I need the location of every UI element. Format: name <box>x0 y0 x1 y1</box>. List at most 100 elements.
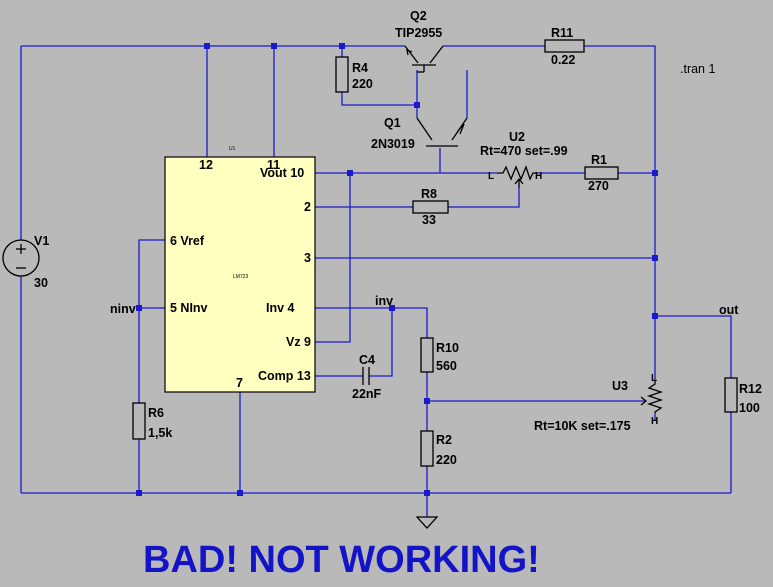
junction-dot <box>652 313 658 319</box>
r11-value: 0.22 <box>551 53 575 67</box>
resistor-r2[interactable]: R2 220 <box>420 430 457 467</box>
resistor-body <box>412 200 449 214</box>
resistor-body <box>584 166 619 180</box>
pin-2-label: 2 <box>304 200 311 214</box>
pin-11-label: 11 <box>267 158 280 172</box>
pin-comp-label: Comp 13 <box>258 369 311 383</box>
resistor-body <box>335 56 349 93</box>
q1-value: 2N3019 <box>371 137 415 151</box>
resistor-body <box>544 39 585 53</box>
resistor-r11[interactable]: R11 0.22 <box>544 26 585 67</box>
junction-dot <box>652 255 658 261</box>
r8-value: 33 <box>422 213 436 227</box>
c4-value: 22nF <box>352 387 382 401</box>
wire-r8-wiper <box>448 188 520 208</box>
junction-dot <box>424 398 430 404</box>
q1-arrow <box>457 123 465 135</box>
net-label-out: out <box>719 303 739 317</box>
potentiometer-u3[interactable]: U3 Rt=10K set=.175 L H <box>534 373 664 433</box>
q2-value: TIP2955 <box>395 26 442 40</box>
r1-value: 270 <box>588 179 609 193</box>
v1-value: 30 <box>34 276 48 290</box>
net-label-inv: inv <box>375 294 393 308</box>
r1-ref: R1 <box>591 153 607 167</box>
ic-body <box>164 156 316 393</box>
potentiometer-u2[interactable]: U2 Rt=470 set=.99 L H <box>480 130 568 188</box>
u2-ref: U2 <box>509 130 525 144</box>
r8-ref: R8 <box>421 187 437 201</box>
resistor-body <box>420 430 434 467</box>
wire-c4-right <box>369 308 393 377</box>
pin-12-label: 12 <box>199 158 213 172</box>
pot-zigzag <box>497 165 537 181</box>
wire-out <box>655 315 732 378</box>
source-circle <box>2 239 40 277</box>
r12-ref: R12 <box>739 382 762 396</box>
junction-dot <box>347 170 353 176</box>
r6-ref: R6 <box>148 406 164 420</box>
junction-dot <box>339 43 345 49</box>
net-label-ninv: ninv <box>110 302 136 316</box>
u3-value: Rt=10K set=.175 <box>534 419 631 433</box>
capacitor-c4[interactable]: C4 22nF <box>352 353 382 401</box>
junction-dot <box>271 43 277 49</box>
q1-lead <box>416 117 433 141</box>
pin-7-label: 7 <box>236 376 243 390</box>
q2-arrow <box>406 48 413 56</box>
q1-ref: Q1 <box>384 116 401 130</box>
r12-value: 100 <box>739 401 760 415</box>
voltage-source-v1[interactable]: V1 30 <box>2 234 49 290</box>
pin-vref-label: 6 Vref <box>170 234 205 248</box>
ic-part: LM723 <box>233 274 249 280</box>
resistor-r12[interactable]: R12 100 <box>724 377 762 415</box>
resistor-r1[interactable]: R1 270 <box>584 153 619 193</box>
wire-r4-bottom <box>341 92 417 106</box>
resistor-body <box>724 377 738 413</box>
junctions <box>136 43 658 496</box>
q2-lead <box>404 45 419 64</box>
r4-ref: R4 <box>352 61 368 75</box>
ic-lm723[interactable]: U1 LM723 12 11 Vout 10 2 6 Vref 3 5 NInv… <box>164 146 316 393</box>
junction-dot <box>652 170 658 176</box>
q2-lead <box>429 45 444 64</box>
u3-ref: U3 <box>612 379 628 393</box>
junction-dot <box>136 305 142 311</box>
resistor-r10[interactable]: R10 560 <box>420 337 459 373</box>
wire-vz <box>315 173 351 343</box>
r6-value: 1,5k <box>148 426 172 440</box>
pin-ninv-label: 5 NInv <box>170 301 208 315</box>
u3-pin-l: L <box>651 373 657 384</box>
wires <box>20 45 732 517</box>
junction-dot <box>136 490 142 496</box>
junction-dot <box>204 43 210 49</box>
u2-pin-h: H <box>535 171 542 182</box>
r10-ref: R10 <box>436 341 459 355</box>
resistor-r8[interactable]: R8 33 <box>412 187 449 227</box>
transistor-q2[interactable]: Q2 TIP2955 <box>395 9 444 73</box>
r11-ref: R11 <box>551 26 573 40</box>
warning-banner: BAD! NOT WORKING! <box>143 539 540 581</box>
r4-value: 220 <box>352 77 373 91</box>
pin-vout-label: Vout 10 <box>260 166 304 180</box>
r2-ref: R2 <box>436 433 452 447</box>
junction-dot <box>389 305 395 311</box>
pin-3-label: 3 <box>304 251 311 265</box>
spice-directive[interactable]: .tran 1 <box>680 62 715 76</box>
resistor-r4[interactable]: R4 220 <box>335 56 373 93</box>
c4-ref: C4 <box>359 353 375 367</box>
pin-inv-label: Inv 4 <box>266 301 295 315</box>
resistor-body <box>420 337 434 373</box>
pot-zigzag <box>646 380 664 413</box>
resistor-r6[interactable]: R6 1,5k <box>132 402 172 440</box>
pin-vz-label: Vz 9 <box>286 335 311 349</box>
transistor-q1[interactable]: Q1 2N3019 <box>371 116 468 151</box>
wire-r11-right <box>584 45 656 380</box>
wiper-arrow <box>514 177 524 185</box>
resistor-body <box>132 402 146 440</box>
junction-dot <box>424 490 430 496</box>
q2-ref: Q2 <box>410 9 427 23</box>
u3-pin-h: H <box>651 416 658 427</box>
ground-icon <box>415 516 439 529</box>
wire-vref <box>138 239 165 403</box>
